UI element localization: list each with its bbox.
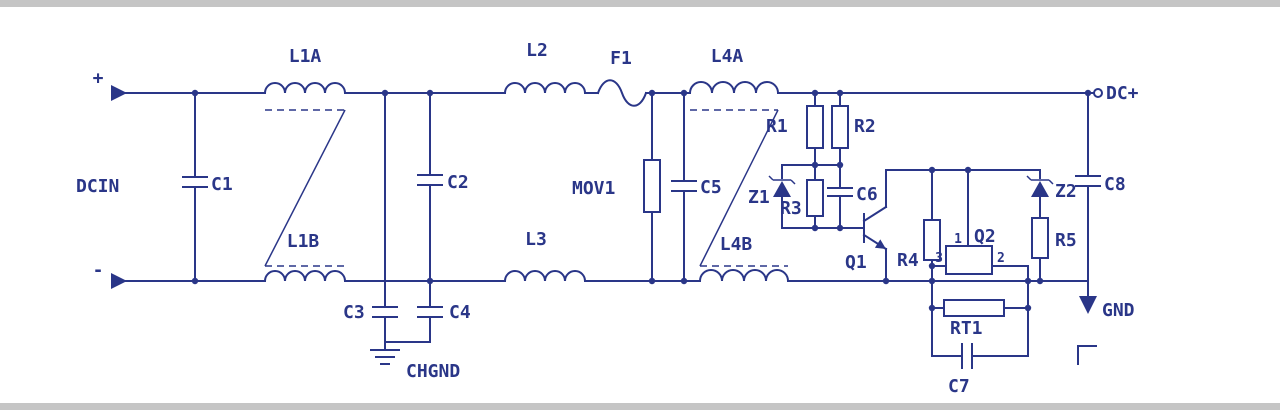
label-z1: Z1 <box>748 187 770 208</box>
label-q2-pin1: 1 <box>954 232 962 247</box>
z1-cathode-bar <box>768 175 796 185</box>
capacitor-c5-symbol <box>671 92 697 282</box>
label-r2: R2 <box>854 116 876 137</box>
capacitor-c6-symbol <box>827 164 853 229</box>
label-c5: C5 <box>700 177 722 198</box>
q2-pin-leads <box>931 169 1029 282</box>
z2-cathode-bar <box>1026 175 1054 185</box>
label-dc-plus: DC+ <box>1106 83 1139 104</box>
gnd-arrow <box>1079 296 1097 314</box>
label-c4: C4 <box>449 302 471 323</box>
choke1-core-diagonal <box>264 109 346 267</box>
capacitor-c8-symbol <box>1075 92 1101 282</box>
capacitor-c7-symbol <box>931 343 1029 369</box>
resistor-r3-body <box>806 179 824 217</box>
chassis-ground-icon <box>370 349 400 365</box>
chassis-ground-wire <box>384 341 431 351</box>
label-c3: C3 <box>343 302 365 323</box>
label-q2-pin2: 2 <box>997 251 1005 266</box>
label-chgnd: CHGND <box>406 361 460 382</box>
label-minus: - <box>93 260 104 281</box>
capacitor-c3-symbol <box>372 92 398 343</box>
resistor-r4-body <box>923 219 941 261</box>
q1-leads <box>862 169 888 282</box>
q1-emitter-arrow <box>874 239 886 249</box>
label-z2: Z2 <box>1055 181 1077 202</box>
zener-z2-symbol <box>1026 169 1054 219</box>
junction-dots <box>191 89 1092 312</box>
label-f1: F1 <box>610 48 632 69</box>
plus-terminal-arrow <box>111 85 127 101</box>
common-mode-choke-1-marks <box>264 109 346 267</box>
label-c6: C6 <box>856 184 878 205</box>
label-dcin: DCIN <box>76 176 119 197</box>
label-q2: Q2 <box>974 226 996 247</box>
label-r5: R5 <box>1055 230 1077 251</box>
label-l1a: L1A <box>289 46 322 67</box>
label-c2: C2 <box>447 172 469 193</box>
label-mov1: MOV1 <box>572 178 615 199</box>
bottom-rail-wire <box>124 269 1089 282</box>
label-gnd: GND <box>1102 300 1135 321</box>
label-r3: R3 <box>780 198 802 219</box>
rt1-loop-verticals <box>931 280 1029 357</box>
corner-mark <box>1077 345 1097 365</box>
label-l3: L3 <box>525 229 547 250</box>
capacitor-c4-symbol <box>417 280 443 343</box>
transistor-q1-symbol <box>862 169 888 282</box>
label-q2-pin3: 3 <box>935 251 943 266</box>
capacitor-c1-symbol <box>182 92 208 282</box>
resistor-r5-body <box>1031 217 1049 259</box>
frame-top <box>0 0 1280 7</box>
label-c1: C1 <box>211 174 233 195</box>
choke2-core-diagonal <box>699 109 779 267</box>
frame-bottom <box>0 403 1280 410</box>
label-l4b: L4B <box>720 234 753 255</box>
label-rt1: RT1 <box>950 318 983 339</box>
label-plus: + <box>93 68 104 89</box>
q2-body <box>945 245 993 275</box>
z1-triangle <box>773 181 791 197</box>
transistor-q2-symbol <box>931 169 1029 282</box>
label-c7: C7 <box>948 376 970 397</box>
common-mode-choke-2-marks <box>690 109 788 267</box>
label-r1: R1 <box>766 116 788 137</box>
minus-terminal-arrow <box>111 273 127 289</box>
label-c8: C8 <box>1104 174 1126 195</box>
zener-z1-symbol <box>768 164 796 229</box>
mov1-body <box>643 159 661 213</box>
label-l2: L2 <box>526 40 548 61</box>
label-l1b: L1B <box>287 231 320 252</box>
top-rail-wire <box>124 81 1095 94</box>
resistor-r2-body <box>831 105 849 149</box>
capacitor-c2-symbol <box>417 92 443 282</box>
rt1-body <box>943 299 1005 317</box>
label-l4a: L4A <box>711 46 744 67</box>
z2-triangle <box>1031 181 1049 197</box>
label-q1: Q1 <box>845 252 867 273</box>
dc-plus-terminal <box>1093 88 1103 98</box>
fuse-f1-symbol <box>596 79 648 107</box>
resistor-r1-body <box>806 105 824 149</box>
label-r4: R4 <box>897 250 919 271</box>
